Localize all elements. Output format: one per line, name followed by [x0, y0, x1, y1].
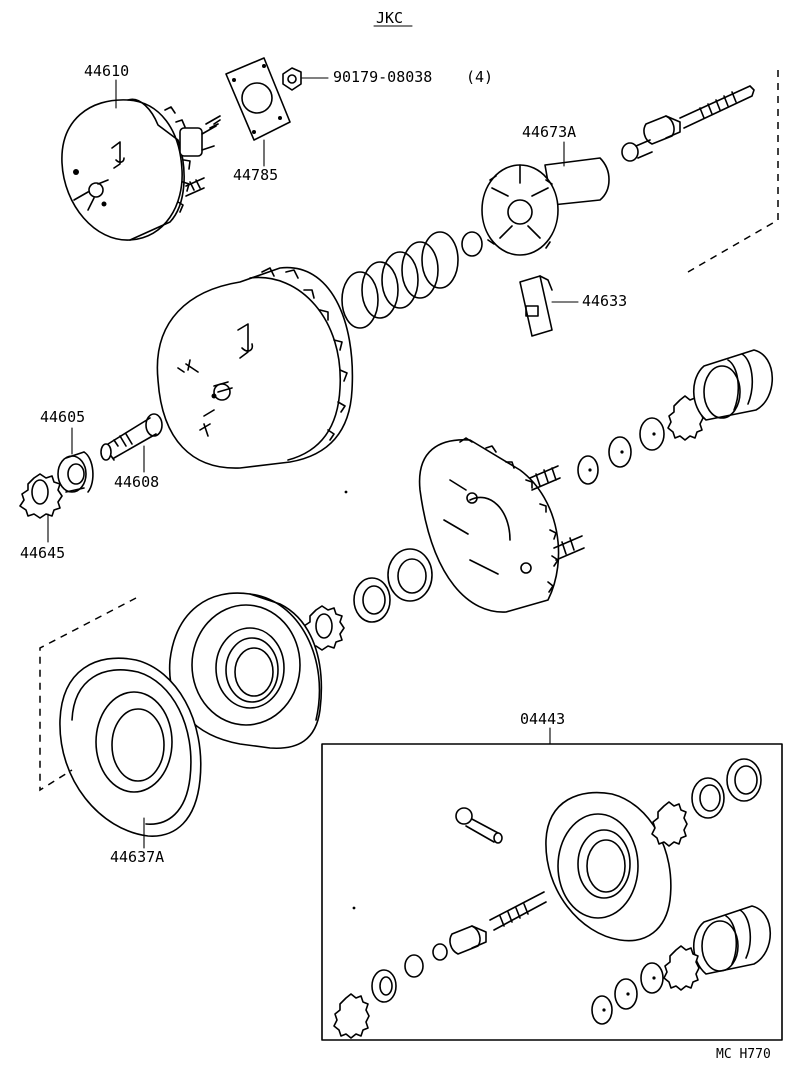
model-code-label: JKC [376, 9, 403, 27]
kit-washer [591, 995, 613, 1025]
part-label-44605: 44605 [40, 408, 85, 426]
kit-washer [640, 962, 664, 994]
reaction-disc [461, 231, 483, 257]
kit-dust-boot [693, 905, 772, 975]
brake-booster-assembly [61, 98, 221, 241]
part-label-90179-08038: 90179-08038 [333, 68, 432, 86]
kit-retainer-washer [333, 993, 370, 1039]
washer [577, 455, 599, 485]
part-label-44673A: 44673A [522, 123, 576, 141]
part-quantity-label: (4) [466, 68, 493, 86]
valve-key [519, 275, 553, 337]
part-label-44610: 44610 [84, 62, 129, 80]
part-label-44637A: 44637A [110, 848, 164, 866]
push-rod [100, 413, 163, 461]
nut [282, 67, 302, 91]
diaphragm-plate [168, 592, 323, 750]
kit-reaction-disc [404, 954, 424, 978]
kit-retainer-washer [651, 801, 688, 847]
part-label-44645: 44645 [20, 544, 65, 562]
part-label-44633: 44633 [582, 292, 627, 310]
kit-washer [614, 978, 638, 1010]
gasket [225, 57, 291, 141]
washer [608, 436, 632, 468]
return-spring [341, 231, 459, 329]
kit-diaphragm-plate [545, 791, 672, 942]
kit-push-rod [455, 807, 503, 844]
part-label-44608: 44608 [114, 473, 159, 491]
front-retainer [19, 473, 63, 519]
repair-kit-box [321, 743, 783, 1041]
valve-operating-rod [621, 85, 755, 162]
front-booster-shell [156, 266, 354, 469]
diaphragm [59, 657, 202, 837]
rear-booster-shell [418, 437, 585, 613]
kit-bearing-ring [726, 758, 762, 802]
kit-seal [371, 969, 397, 1003]
dust-boot [693, 349, 774, 421]
valve-body [481, 157, 610, 256]
kit-retainer-washer [663, 945, 700, 991]
drawing-code-label: MC H770 [716, 1047, 771, 1062]
assembly-guide-line [687, 70, 779, 273]
assembly-guide-line [39, 597, 137, 792]
part-label-44785: 44785 [233, 166, 278, 184]
washer [639, 417, 665, 451]
part-label-04443: 04443 [520, 710, 565, 728]
kit-valve-rod [432, 891, 547, 961]
front-seal [57, 451, 94, 493]
